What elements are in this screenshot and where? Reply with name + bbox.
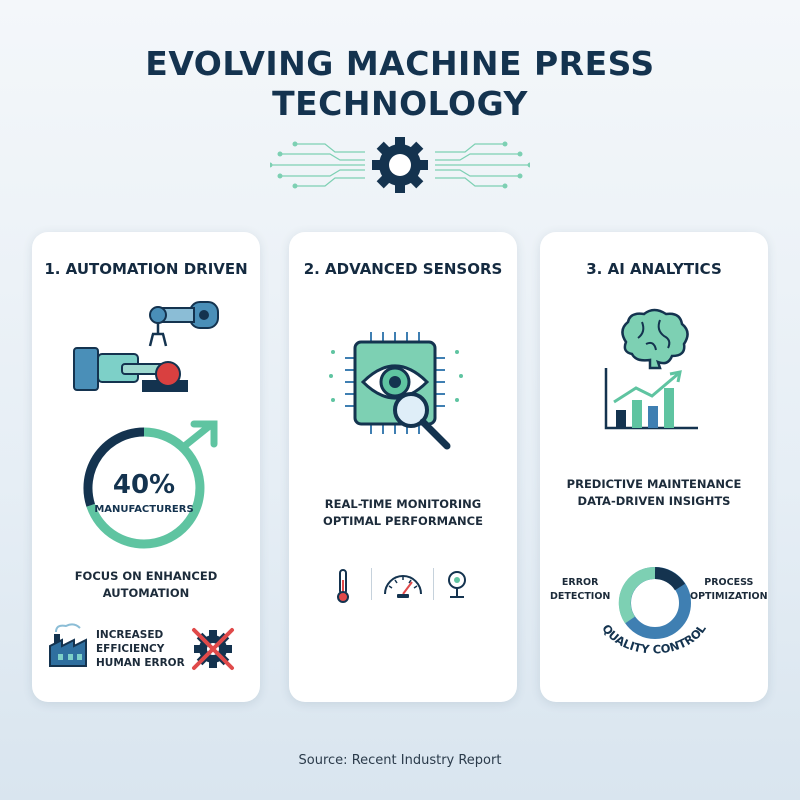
title-line-1: EVOLVING MACHINE PRESS <box>145 44 655 83</box>
donut-label-process-optimization: PROCESS OPTIMIZATION <box>690 576 768 604</box>
caption-line-2: OPTIMAL PERFORMANCE <box>323 514 483 528</box>
quality-control-text: QUALITY CONTROL <box>599 621 709 656</box>
svg-text:QUALITY CONTROL: QUALITY CONTROL <box>599 621 709 656</box>
card-title: 2. ADVANCED SENSORS <box>303 260 503 278</box>
automation-caption: FOCUS ON ENHANCED AUTOMATION <box>32 568 260 602</box>
stat-value: 40% <box>112 470 176 500</box>
bar-chart-icon <box>604 368 698 430</box>
robot-arm-icon <box>73 301 219 392</box>
benefit-line-1: INCREASED <box>96 629 164 641</box>
caption-line-1: FOCUS ON ENHANCED <box>74 569 218 583</box>
title-line-2: TECHNOLOGY <box>272 84 528 123</box>
gauge-icon <box>384 575 422 598</box>
circuit-gear-icon <box>270 137 530 193</box>
label-line: ERROR <box>561 577 599 588</box>
benefit-text: INCREASED EFFICIENCY HUMAN ERROR <box>96 628 185 670</box>
page-title: EVOLVING MACHINE PRESS TECHNOLOGY <box>0 44 800 124</box>
caption-line-2: DATA-DRIVEN INSIGHTS <box>577 494 731 508</box>
divider <box>433 568 434 600</box>
caption-line-1: PREDICTIVE MAINTENANCE <box>566 477 742 491</box>
brain-icon <box>621 308 689 370</box>
eye-chip-icon <box>329 332 463 450</box>
label-line: OPTIMIZATION <box>690 591 768 602</box>
ai-caption: PREDICTIVE MAINTENANCE DATA-DRIVEN INSIG… <box>540 476 768 510</box>
source-text: Source: Recent Industry Report <box>298 753 502 768</box>
card-automation: 1. AUTOMATION DRIVEN 40% MANUFACTURERS F… <box>32 232 260 702</box>
stat-label: MANUFACTURERS <box>94 504 194 515</box>
caption-line-2: AUTOMATION <box>102 586 190 600</box>
divider <box>371 568 372 600</box>
sensor-icon <box>448 571 466 598</box>
card-ai-analytics: 3. AI ANALYTICS PREDICTIVE MAINTENANCE D… <box>540 232 768 702</box>
label-line: PROCESS <box>704 577 754 588</box>
gender-symbol-chart-icon <box>83 420 218 549</box>
benefit-line-3: HUMAN ERROR <box>96 657 185 669</box>
donut-icon <box>618 566 691 639</box>
sensors-caption: REAL-TIME MONITORING OPTIMAL PERFORMANCE <box>289 496 517 530</box>
card-title: 1. AUTOMATION DRIVEN <box>44 260 248 278</box>
label-line: DETECTION <box>550 591 611 602</box>
card-sensors: 2. ADVANCED SENSORS REAL-TIME MONITORING… <box>289 232 517 702</box>
quality-control-label: QUALITY CONTROL <box>599 621 709 656</box>
caption-line-1: REAL-TIME MONITORING <box>324 497 482 511</box>
benefit-line-2: EFFICIENCY <box>96 643 165 655</box>
card-title: 3. AI ANALYTICS <box>586 260 722 278</box>
donut-label-error-detection: ERROR DETECTION <box>550 576 610 604</box>
crossed-gear-icon <box>192 628 234 670</box>
factory-icon <box>49 623 87 667</box>
thermometer-icon <box>337 569 349 603</box>
